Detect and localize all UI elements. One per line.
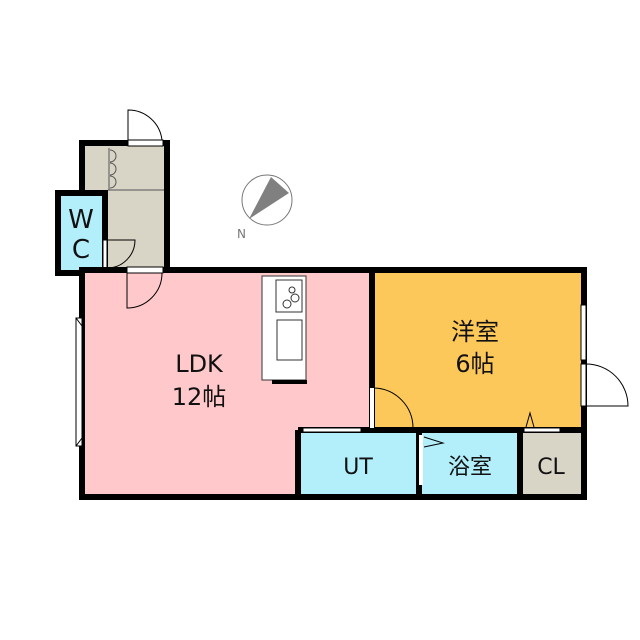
western-name: 洋室: [451, 318, 499, 346]
ldk-door-swing: [126, 272, 163, 309]
kitchen-counter: [261, 275, 307, 384]
closet-label: CL: [537, 455, 565, 480]
ldk-name: LDK: [175, 350, 224, 378]
front-door-opening[interactable]: [127, 139, 164, 147]
compass-north-label: N: [237, 227, 246, 241]
ut-label: UT: [343, 455, 373, 480]
ut-room: [300, 432, 418, 495]
wc-label-top: W: [68, 205, 94, 235]
front-door-swing: [127, 109, 163, 141]
western-window: [580, 304, 587, 361]
bath-room: [420, 432, 519, 495]
ldk-size: 12帖: [172, 383, 227, 411]
wc-room: [55, 190, 108, 276]
western-size: 6帖: [455, 350, 494, 378]
balcony-door-swing: [585, 363, 629, 407]
compass-icon: N: [237, 174, 293, 241]
closet-room: [521, 432, 582, 495]
bath-label: 浴室: [448, 455, 492, 480]
shoe-cabinet-doors: [109, 149, 117, 189]
ldk-window: [75, 317, 83, 447]
western-door-swing: [373, 387, 414, 429]
western-room: [372, 273, 582, 430]
wc-label-bottom: C: [72, 235, 90, 265]
